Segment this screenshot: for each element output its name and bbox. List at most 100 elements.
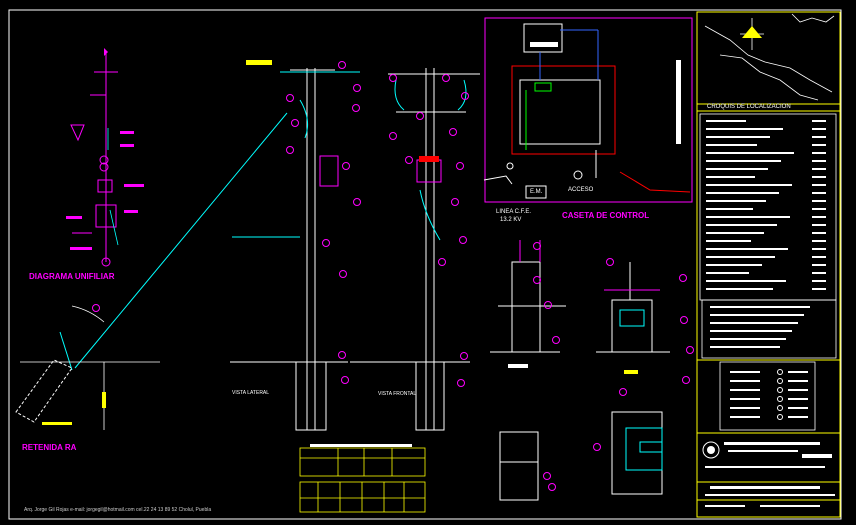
access-label: ACCESO [568, 187, 594, 193]
note-line [706, 136, 770, 138]
title-block-text [705, 442, 835, 507]
sld-callouts [66, 131, 144, 250]
callout-bubble [389, 74, 397, 82]
seal-center [707, 446, 715, 454]
note-value [812, 200, 826, 202]
callout-bubble [533, 242, 541, 250]
legend-symbol-icon [777, 387, 783, 393]
callout-bubble [405, 156, 413, 164]
callout-bubble [338, 351, 346, 359]
legend-text [730, 407, 760, 409]
pole-frontal [350, 68, 480, 431]
load-table [299, 447, 426, 513]
frontal-bushings [419, 156, 439, 162]
callout-bubble [461, 92, 469, 100]
pole-lateral [230, 68, 348, 431]
legend-text [730, 371, 760, 373]
line-label: LINEA C.F.E. [496, 209, 532, 215]
note-line [706, 240, 751, 242]
note-line [706, 128, 783, 130]
lateral-conductors [232, 71, 360, 238]
notes-table [699, 113, 837, 359]
callout-bubble [341, 376, 349, 384]
entry-point-icon [506, 162, 514, 170]
note-line [706, 160, 781, 162]
legend-text [788, 389, 808, 391]
legend-symbol-icon [777, 396, 783, 402]
meter-box [525, 185, 547, 199]
symbology-box [719, 361, 816, 431]
fuse-cutout-icon [104, 48, 108, 56]
spec-line [710, 322, 798, 324]
callout-bubble [338, 61, 346, 69]
callout-bubble [449, 128, 457, 136]
note-line [706, 192, 779, 194]
note-line [706, 248, 788, 250]
note-value [812, 192, 826, 194]
note-value [812, 184, 826, 186]
callout-bubble [339, 270, 347, 278]
callout-bubble [442, 74, 450, 82]
callout-bubble [619, 388, 627, 396]
legend-text [730, 398, 760, 400]
callout-bubble [92, 304, 100, 312]
panel-label-bar [530, 42, 558, 47]
meter-enclosure [596, 262, 670, 353]
note-value [812, 232, 826, 234]
note-line [706, 152, 794, 154]
legend-text [730, 389, 760, 391]
note-line [706, 224, 777, 226]
note-value [812, 272, 826, 274]
legend-text [788, 407, 808, 409]
spec-line [710, 306, 810, 308]
note-line [706, 184, 792, 186]
meter-label: E.M. [530, 189, 543, 195]
callout-bubbles [92, 61, 694, 491]
note-line [706, 272, 749, 274]
note-line [706, 200, 766, 202]
spec-line [710, 346, 780, 348]
anchor-rock-fill [15, 359, 73, 423]
anchor-detail-title: RETENIDA RA [22, 443, 77, 452]
location-sketch-title: CROQUIS DE LOCALIZACION [707, 104, 791, 110]
callout-bubble [533, 276, 541, 284]
view-frontal-label: VISTA FRONTAL [378, 391, 417, 397]
frontal-transformer [416, 159, 442, 183]
note-value [812, 144, 826, 146]
legend-text [788, 416, 808, 418]
callout-bubble [543, 472, 551, 480]
callout-bubble [291, 119, 299, 127]
callout-bubble [352, 104, 360, 112]
note-value [812, 120, 826, 122]
single-line-diagram [72, 52, 118, 267]
callout-bubble [459, 236, 467, 244]
callout-bubble [460, 352, 468, 360]
access-door-icon [573, 170, 583, 180]
sld-cyan-branch [107, 128, 119, 246]
note-line [706, 280, 786, 282]
table-title-bar [310, 444, 412, 447]
legend-symbol-icon [777, 378, 783, 384]
location-sketch [704, 13, 835, 101]
callout-bubble [552, 336, 560, 344]
callout-bubble [456, 162, 464, 170]
callout-bubble [451, 198, 459, 206]
callout-bubble [342, 162, 350, 170]
note-value [812, 176, 826, 178]
callout-bubble [353, 84, 361, 92]
legend-symbol-icon [777, 405, 783, 411]
lateral-tag [246, 60, 272, 65]
callout-bubble [286, 94, 294, 102]
note-value [812, 152, 826, 154]
line-voltage-label: 13.2 KV [500, 217, 522, 223]
control-room-title: CASETA DE CONTROL [562, 211, 650, 220]
spec-line [710, 330, 792, 332]
cabinet-elevation [499, 411, 663, 501]
university-seal-icon [702, 441, 720, 459]
view-lateral-label: VISTA LATERAL [232, 390, 270, 396]
note-value [812, 264, 826, 266]
note-line [706, 208, 753, 210]
legend-text [730, 380, 760, 382]
foundation-detail [490, 240, 566, 353]
